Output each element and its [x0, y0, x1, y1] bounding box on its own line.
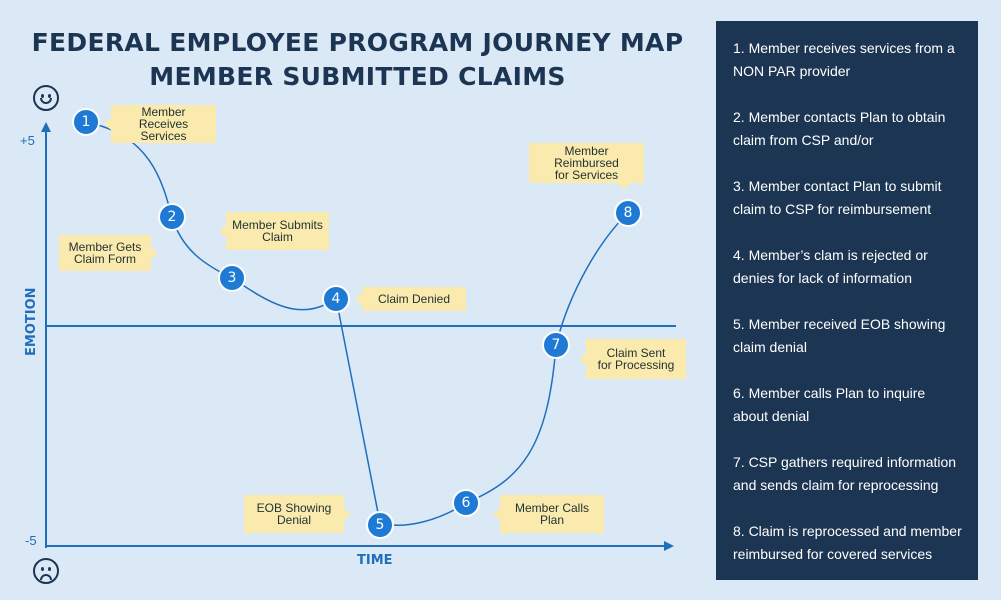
- callout-member-reimbursed: Member Reimbursed for Services: [529, 143, 644, 190]
- y-axis-label: EMOTION: [24, 287, 39, 356]
- step-1: 1. Member receives services from a NON P…: [733, 40, 955, 79]
- journey-node-6: 6: [452, 489, 480, 517]
- journey-node-7: 7: [542, 331, 570, 359]
- smiley-face-icon: [33, 85, 59, 111]
- sad-face-icon: [33, 558, 59, 584]
- callout-member-gets-claim-form: Member Gets Claim Form: [59, 235, 158, 271]
- step-3: 3. Member contact Plan to submit claim t…: [733, 178, 942, 217]
- y-min-label: -5: [25, 533, 37, 548]
- x-axis-label: TIME: [357, 553, 393, 568]
- journey-node-8: 8: [614, 199, 642, 227]
- journey-node-2: 2: [158, 203, 186, 231]
- step-7: 7. CSP gathers required information and …: [733, 454, 957, 493]
- callout-member-submits-claim: Member Submits Claim: [219, 212, 329, 250]
- callout-eob-showing-denial: EOB Showing Denial: [244, 495, 351, 533]
- journey-node-5: 5: [366, 511, 394, 539]
- callout-member-calls-plan: Member Calls Plan: [493, 495, 604, 533]
- step-6: 6. Member calls Plan to inquire about de…: [733, 385, 926, 424]
- step-4: 4. Member’s clam is rejected or denies f…: [733, 247, 928, 286]
- title-line-2: MEMBER SUBMITTED CLAIMS: [149, 62, 566, 91]
- callout-claim-sent-for-processing: Claim Sent for Processing: [579, 339, 686, 379]
- callout-claim-denied: Claim Denied: [355, 287, 466, 311]
- title-line-1: FEDERAL EMPLOYEE PROGRAM JOURNEY MAP: [31, 28, 684, 57]
- callout-member-receives-services: Member Receives Services: [104, 105, 216, 143]
- journey-node-1: 1: [72, 108, 100, 136]
- step-2: 2. Member contacts Plan to obtain claim …: [733, 109, 946, 148]
- y-max-label: +5: [20, 133, 35, 148]
- steps-panel: 1. Member receives services from a NON P…: [716, 21, 978, 580]
- step-5: 5. Member received EOB showing claim den…: [733, 316, 946, 355]
- journey-node-3: 3: [218, 264, 246, 292]
- journey-node-4: 4: [322, 285, 350, 313]
- step-8: 8. Claim is reprocessed and member reimb…: [733, 523, 962, 562]
